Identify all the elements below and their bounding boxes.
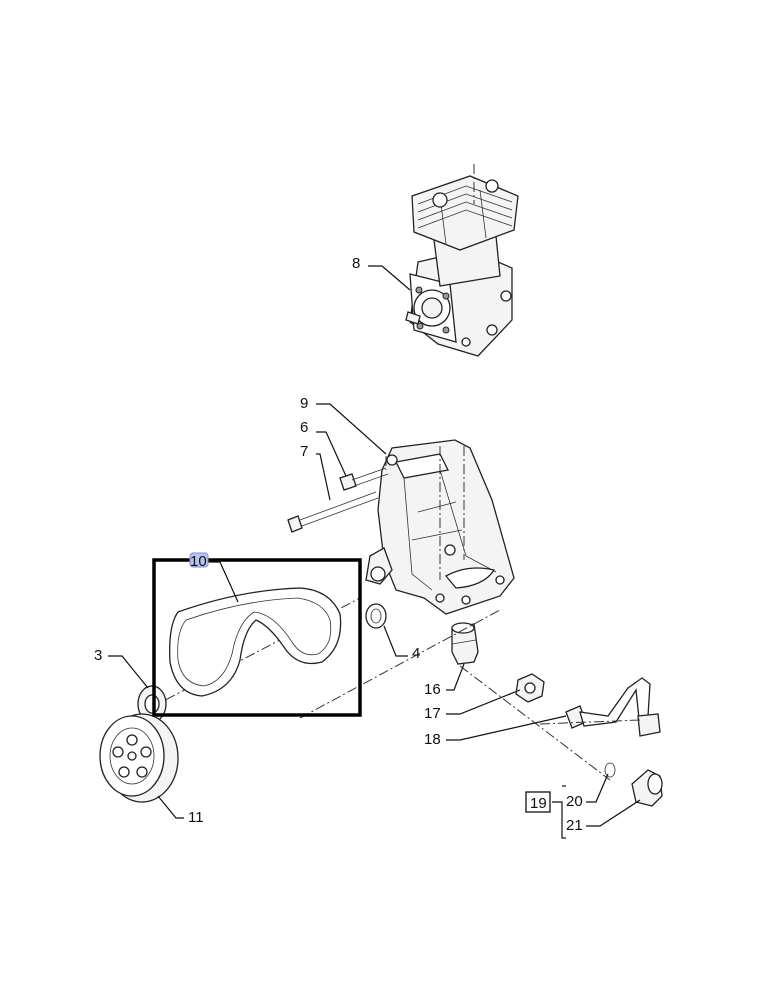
callout-17: 17 <box>424 705 441 722</box>
nut-part-17[interactable] <box>515 673 545 703</box>
pipe-part-18[interactable] <box>565 677 661 737</box>
leader-lines <box>108 265 641 839</box>
bolt-part-6[interactable] <box>339 467 389 491</box>
callout-18: 18 <box>424 731 441 748</box>
callout-9: 9 <box>300 395 308 412</box>
air-compressor-part-8[interactable] <box>405 164 519 357</box>
callout-19-box <box>525 791 551 813</box>
seal-ring-part-4[interactable] <box>365 603 387 629</box>
drive-belt-part-10[interactable] <box>169 587 342 697</box>
selection-frame <box>152 558 362 717</box>
callout-19: 19 <box>530 795 547 812</box>
bolt-part-7[interactable] <box>287 491 379 533</box>
fitting-part-16[interactable] <box>451 622 479 665</box>
callout-10[interactable]: 10 <box>190 553 207 570</box>
mounting-bracket-part-9[interactable] <box>365 439 515 615</box>
highlight-badge-10 <box>189 552 209 568</box>
callout-21: 21 <box>566 817 583 834</box>
callout-7: 7 <box>300 443 308 460</box>
o-ring-part-20[interactable] <box>604 762 616 778</box>
callout-6: 6 <box>300 419 308 436</box>
callout-8: 8 <box>352 255 360 272</box>
callout-20: 20 <box>566 793 583 810</box>
callout-11: 11 <box>188 809 204 826</box>
callout-16: 16 <box>424 681 441 698</box>
callout-3: 3 <box>94 647 102 664</box>
callout-labels: 8 9 6 7 10 3 4 11 16 17 18 19 20 21 <box>94 255 583 834</box>
crankshaft-pulley-part-11[interactable] <box>99 713 179 803</box>
elbow-fitting-part-21[interactable] <box>631 769 663 807</box>
callout-4: 4 <box>412 645 420 662</box>
